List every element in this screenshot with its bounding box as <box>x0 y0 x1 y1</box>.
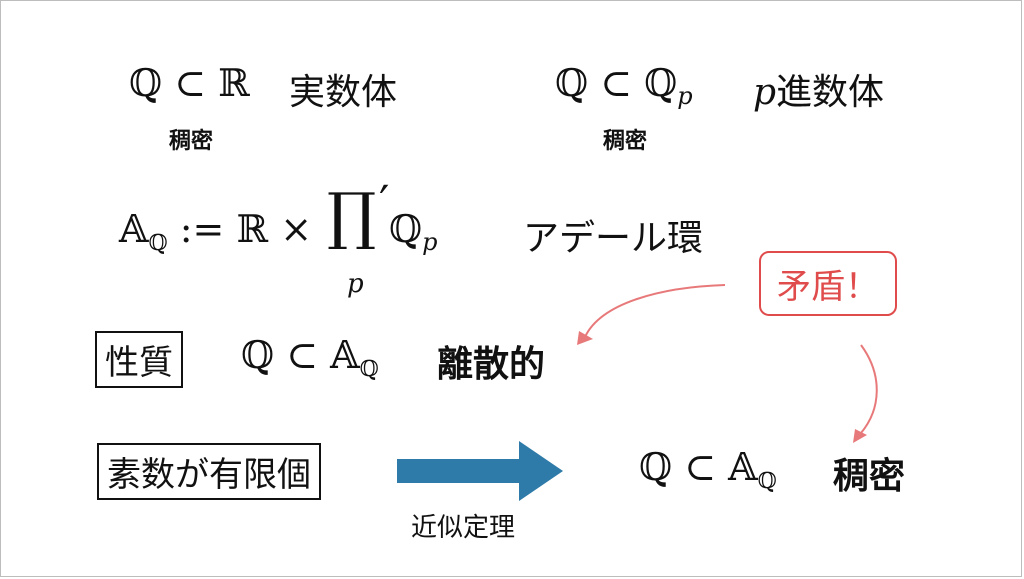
adele-ring-label: アデール環 <box>523 218 704 259</box>
finite-primes-box: 素数が有限個 <box>97 443 321 500</box>
q-symbol: ℚ <box>129 61 163 105</box>
subset-symbol: ⊂ <box>600 61 633 105</box>
real-field-label: 実数体 <box>289 72 398 113</box>
p-adic-field-label: p進数体 <box>753 63 884 115</box>
q-symbol: ℚ <box>639 445 673 489</box>
restricted-prime: ′ <box>379 175 390 229</box>
q-symbol: ℚ <box>389 207 423 251</box>
adele-symbol: 𝔸 <box>728 445 758 489</box>
q-subscript: ℚ <box>359 357 379 382</box>
q-subscript: ℚ <box>148 231 168 256</box>
p-adic-label-text: 進数体 <box>776 72 885 113</box>
p-subscript: p <box>677 82 693 110</box>
subset-symbol: ⊂ <box>174 61 207 105</box>
product-subscript-p: p <box>347 269 364 299</box>
times-symbol: × <box>280 207 313 251</box>
curved-arrow-icon <box>577 284 726 345</box>
p-symbol: p <box>753 72 777 113</box>
q-subset-r-formula: ℚ ⊂ ℝ <box>129 61 250 105</box>
contradiction-callout: 矛盾！ <box>759 251 897 316</box>
q-subset-adele-formula: ℚ ⊂ 𝔸ℚ <box>241 333 379 382</box>
property-box: 性質 <box>95 331 183 388</box>
curved-arrow-icon <box>853 344 878 443</box>
dense-note-left: 稠密 <box>169 129 214 154</box>
dense-note-right: 稠密 <box>603 129 648 154</box>
r-symbol: ℝ <box>236 207 269 251</box>
subset-symbol: ⊂ <box>684 445 717 489</box>
discrete-label: 離散的 <box>437 344 546 385</box>
p-subscript: p <box>422 228 438 256</box>
q-subset-qp-formula: ℚ ⊂ ℚp <box>555 61 693 110</box>
q-subset-adele-formula-2: ℚ ⊂ 𝔸ℚ <box>639 445 777 494</box>
restricted-product-symbol: ∏ <box>327 185 376 247</box>
qp-term: ℚp <box>389 207 437 256</box>
right-arrow-icon <box>397 441 563 501</box>
subset-symbol: ⊂ <box>286 333 319 377</box>
approximation-theorem-caption: 近似定理 <box>411 513 516 543</box>
adele-definition-formula: 𝔸ℚ := ℝ × <box>119 207 313 256</box>
q-subscript: ℚ <box>757 469 777 494</box>
q-symbol: ℚ <box>555 61 589 105</box>
adele-symbol: 𝔸 <box>330 333 360 377</box>
adele-symbol: 𝔸 <box>119 207 149 251</box>
dense-label: 稠密 <box>833 456 906 497</box>
q-symbol: ℚ <box>241 333 275 377</box>
defeq-symbol: := <box>179 207 225 251</box>
product-symbol: ∏ <box>327 179 377 252</box>
q-symbol: ℚ <box>644 61 678 105</box>
r-symbol: ℝ <box>218 61 250 105</box>
